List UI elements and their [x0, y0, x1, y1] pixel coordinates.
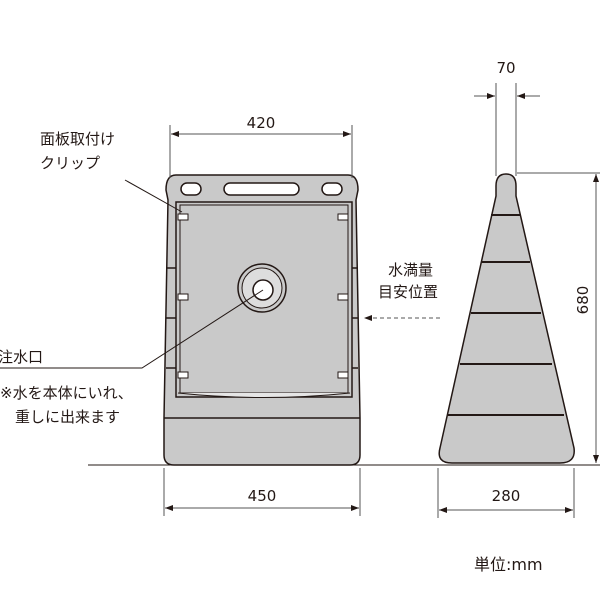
dimension-lines [0, 83, 600, 518]
clip-icons [177, 213, 349, 379]
label-water-level-line2: 目安位置 [378, 283, 438, 301]
label-inlet-note-line2: 重しに出来ます [15, 408, 120, 426]
dim-side-top-width: 70 [496, 59, 515, 77]
label-inlet: 注水口 [0, 348, 43, 366]
side-view-ribs [448, 214, 564, 416]
label-water-level-line1: 水満量 [388, 261, 433, 279]
handle-slot [223, 182, 300, 196]
dim-side-bottom-width: 280 [492, 487, 521, 505]
panel-lip [177, 392, 351, 398]
side-view-body [438, 173, 575, 464]
front-view [163, 174, 361, 466]
handle-slot-right [321, 182, 343, 196]
dim-front-bottom-width: 450 [248, 487, 277, 505]
handle-slot-left [180, 182, 202, 196]
label-clip-line2: クリップ [40, 154, 100, 172]
dim-height: 680 [574, 286, 592, 315]
dim-front-top-width: 420 [247, 114, 276, 132]
label-clip-line1: 面板取付け [40, 130, 115, 148]
water-inlet-cap [237, 263, 287, 313]
label-inlet-note-line1: ※水を本体にいれ、 [0, 384, 133, 402]
label-unit: 単位:mm [474, 555, 543, 574]
